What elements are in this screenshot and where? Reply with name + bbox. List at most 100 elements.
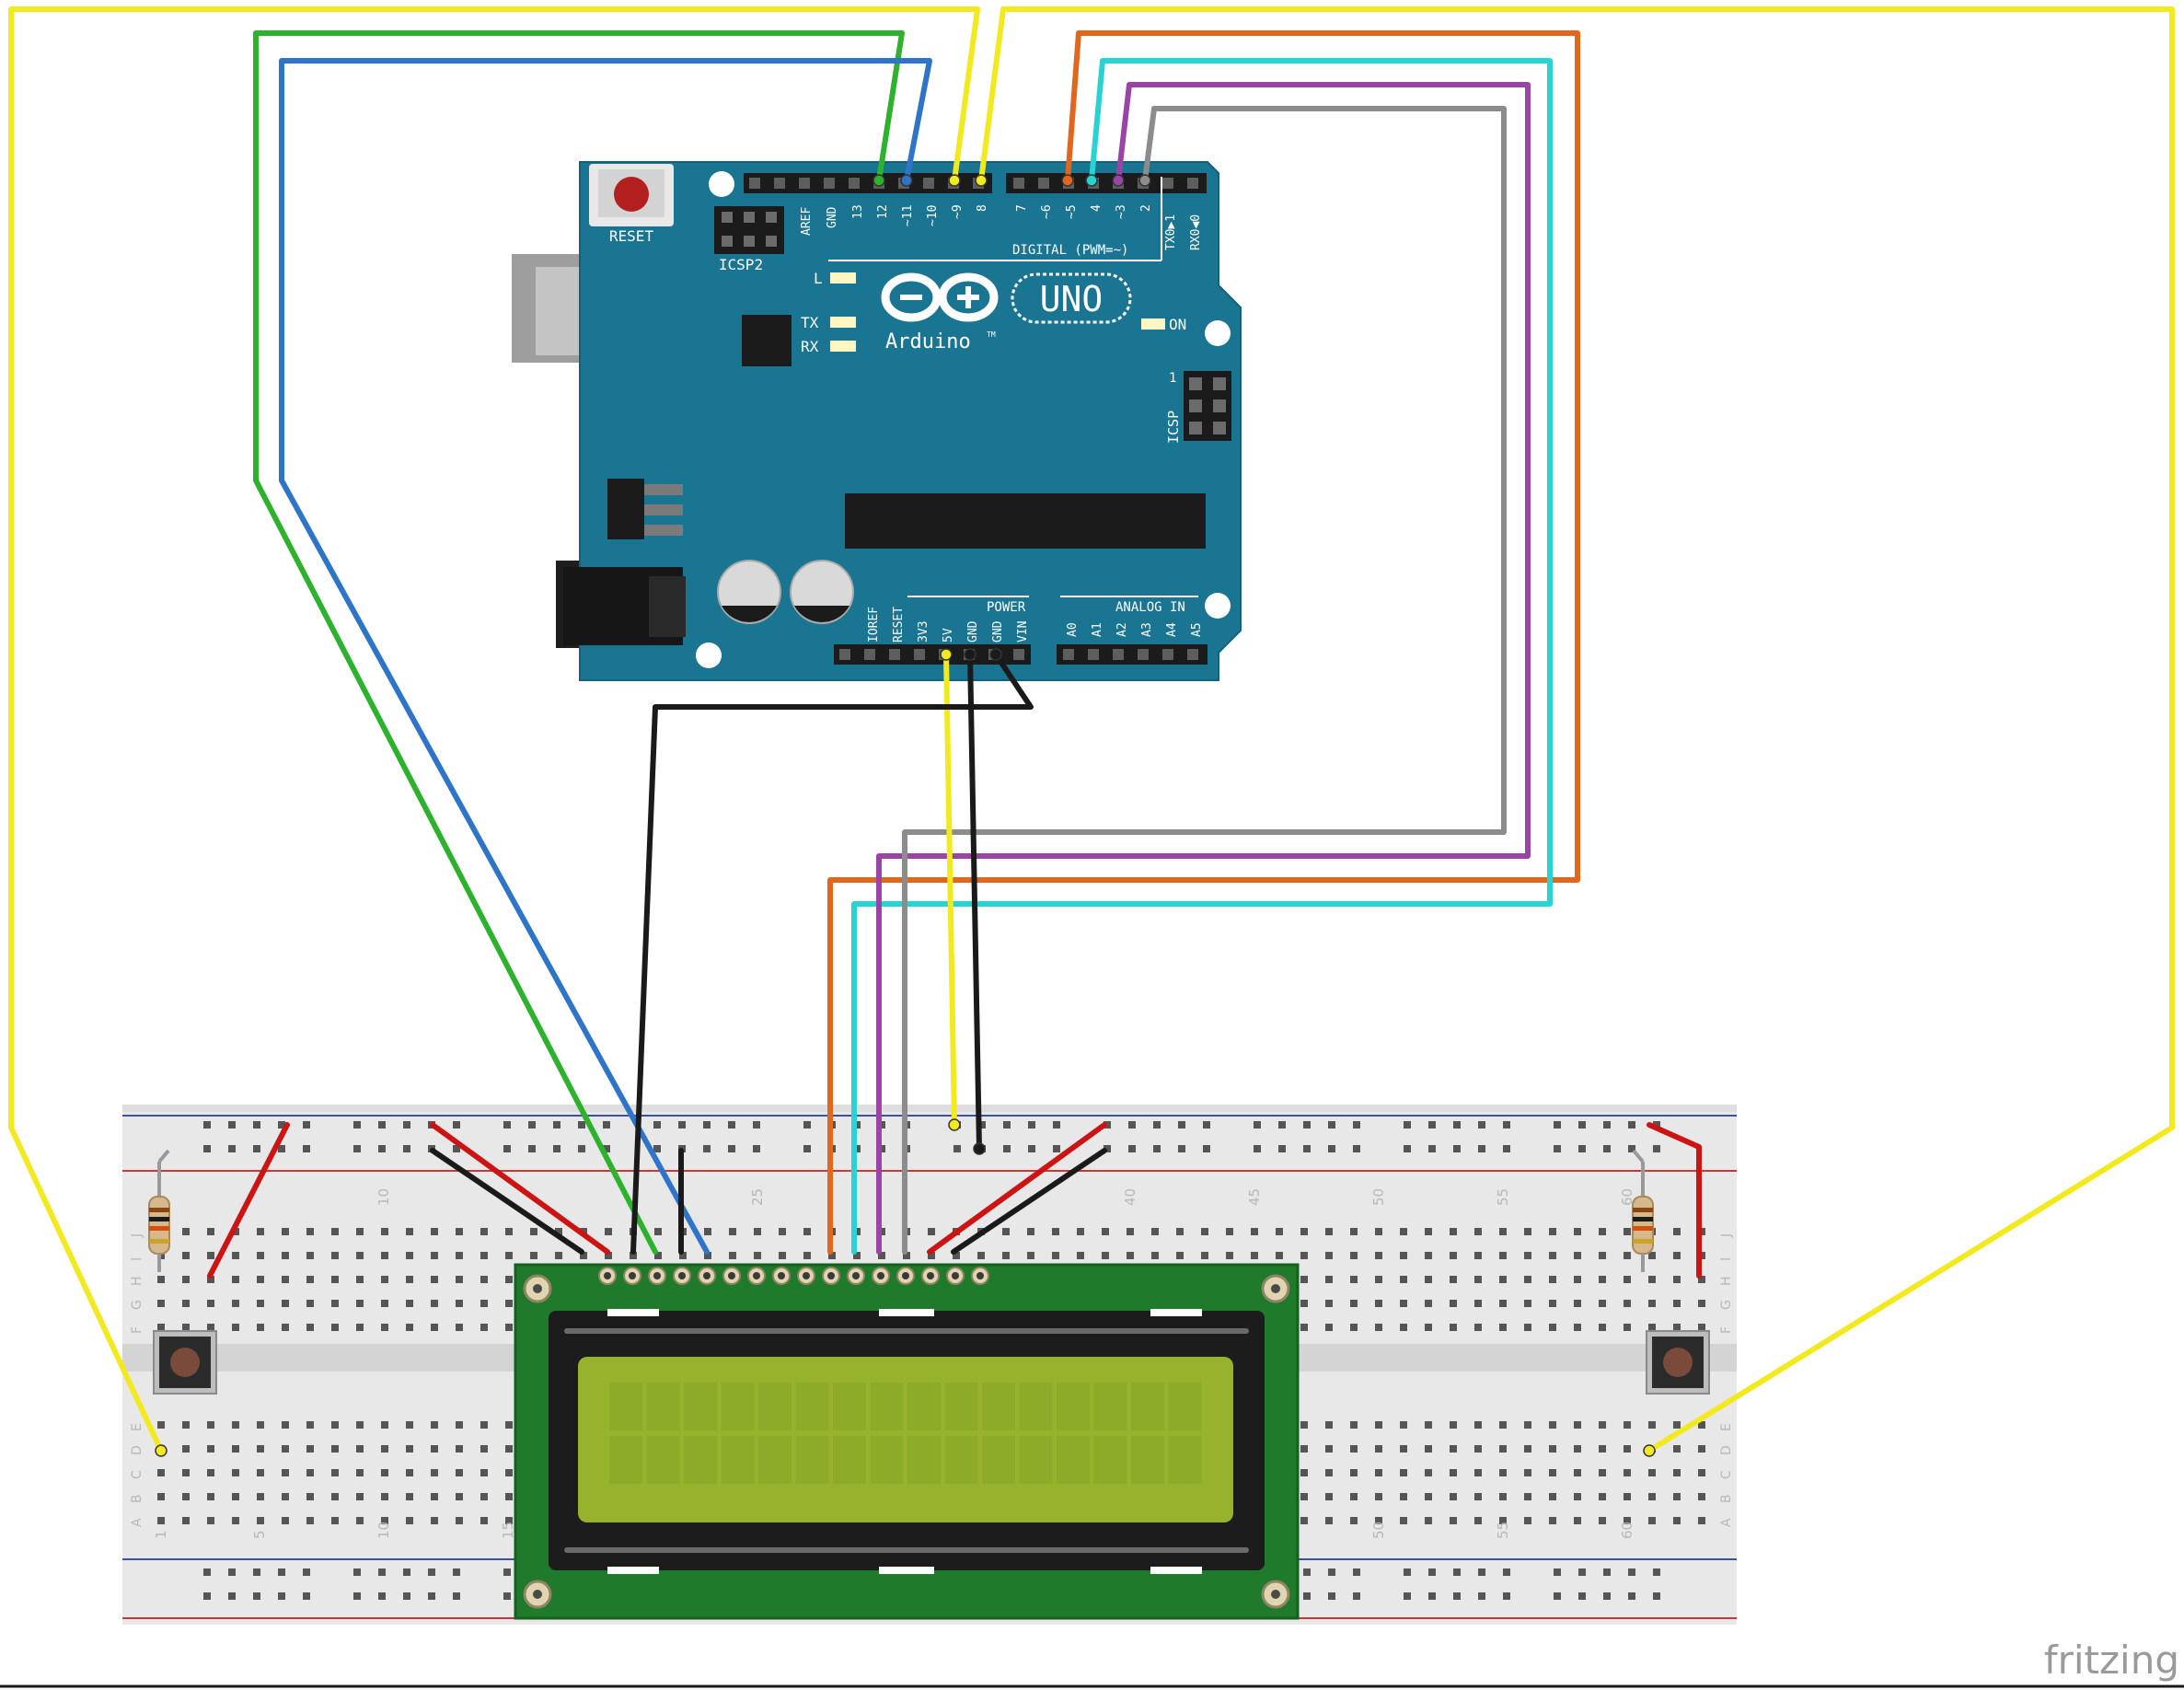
bb-hole [903, 1252, 910, 1259]
row-letter: A [1719, 1518, 1734, 1527]
bb-hole [381, 1300, 388, 1307]
trademark: TM [987, 330, 996, 339]
bb-hole [1549, 1421, 1556, 1429]
icsp-pin1: 1 [1169, 371, 1176, 386]
bb-hole [505, 1469, 513, 1476]
bb-hole [1524, 1493, 1531, 1500]
bb-hole [1400, 1276, 1407, 1283]
capacitor [717, 560, 781, 624]
bb-hole [1673, 1228, 1681, 1235]
rail-hole [553, 1145, 560, 1152]
rail-hole [1178, 1145, 1185, 1152]
bb-hole [182, 1421, 190, 1429]
bb-hole [1300, 1445, 1308, 1453]
bb-hole [1251, 1252, 1258, 1259]
bb-hole [1474, 1324, 1482, 1331]
bb-hole [282, 1445, 289, 1453]
bb-hole [977, 1252, 985, 1259]
bb-hole [1599, 1300, 1606, 1307]
bb-hole [1077, 1228, 1084, 1235]
bb-hole [1673, 1324, 1681, 1331]
rail-hole [1428, 1121, 1436, 1129]
bb-hole [605, 1228, 612, 1235]
capacitor [790, 560, 854, 624]
row-letter: C [130, 1470, 144, 1479]
bb-hole [1624, 1228, 1631, 1235]
bb-hole [1350, 1469, 1358, 1476]
bb-hole [356, 1493, 364, 1500]
bb-hole [1400, 1300, 1407, 1307]
bb-hole [1226, 1252, 1233, 1259]
bb-hole [1425, 1469, 1432, 1476]
led-rx-label: RX [801, 338, 819, 355]
bb-hole [207, 1276, 214, 1283]
rail-hole [353, 1121, 361, 1129]
rail-hole [378, 1121, 386, 1129]
bb-hole [306, 1228, 314, 1235]
pin-label: 5V [942, 628, 955, 642]
rail-hole [403, 1592, 410, 1600]
bb-hole [331, 1469, 339, 1476]
bb-hole [1624, 1421, 1631, 1429]
digital-label: DIGITAL (PWM=~) [1012, 243, 1128, 258]
bb-hole [406, 1228, 413, 1235]
rail-hole [1128, 1121, 1136, 1129]
bb-hole [331, 1276, 339, 1283]
bb-hole [1673, 1300, 1681, 1307]
bb-hole [282, 1469, 289, 1476]
rail-hole [1303, 1592, 1311, 1600]
bb-hole [257, 1469, 264, 1476]
rail-hole [1603, 1145, 1611, 1152]
bb-hole [1648, 1252, 1656, 1259]
rail-hole [678, 1121, 686, 1129]
bb-hole [1549, 1445, 1556, 1453]
bb-hole [1325, 1300, 1333, 1307]
rail-hole [653, 1121, 661, 1129]
row-letter: G [130, 1300, 144, 1310]
bb-hole [232, 1324, 239, 1331]
rail-hole [1003, 1145, 1011, 1152]
rail-hole [1404, 1568, 1411, 1576]
row-letter: C [1719, 1470, 1734, 1479]
bb-hole [1450, 1493, 1457, 1500]
bb-hole [1624, 1276, 1631, 1283]
rail-hole [1153, 1145, 1161, 1152]
push-button-right[interactable] [1646, 1330, 1710, 1395]
bb-hole [1375, 1324, 1382, 1331]
bb-hole [1400, 1228, 1407, 1235]
wire-5v [943, 652, 957, 1128]
bb-hole [1599, 1324, 1606, 1331]
bb-hole [1002, 1228, 1010, 1235]
lcd-cell [870, 1436, 904, 1484]
rail-hole [203, 1145, 211, 1152]
lcd-cell [944, 1436, 978, 1484]
bb-hole [480, 1300, 488, 1307]
bb-hole [1574, 1493, 1581, 1500]
mounting-hole [1205, 320, 1231, 346]
col-num-top: 55 [1495, 1188, 1511, 1206]
rail-hole [1628, 1592, 1635, 1600]
bb-hole [331, 1421, 339, 1429]
bb-hole [431, 1445, 438, 1453]
bb-hole [1574, 1445, 1581, 1453]
rail-hole [1478, 1121, 1485, 1129]
jumper-red-lcd-a [927, 1122, 1107, 1255]
bb-hole [505, 1252, 513, 1259]
pin-label: 13 [851, 204, 865, 219]
bb-hole [1648, 1493, 1656, 1500]
bb-hole [480, 1421, 488, 1429]
bb-hole [356, 1228, 364, 1235]
push-button-left[interactable] [153, 1330, 217, 1395]
bb-hole [1127, 1228, 1134, 1235]
bb-hole [1673, 1252, 1681, 1259]
bb-hole [1325, 1517, 1333, 1524]
bb-hole [381, 1445, 388, 1453]
bb-hole [1698, 1493, 1705, 1500]
lcd-cell [721, 1436, 755, 1484]
bb-hole [381, 1324, 388, 1331]
bb-hole [1698, 1324, 1705, 1331]
bb-hole [1599, 1493, 1606, 1500]
rail-hole [978, 1121, 986, 1129]
bb-hole [1350, 1517, 1358, 1524]
bb-hole [1474, 1493, 1482, 1500]
